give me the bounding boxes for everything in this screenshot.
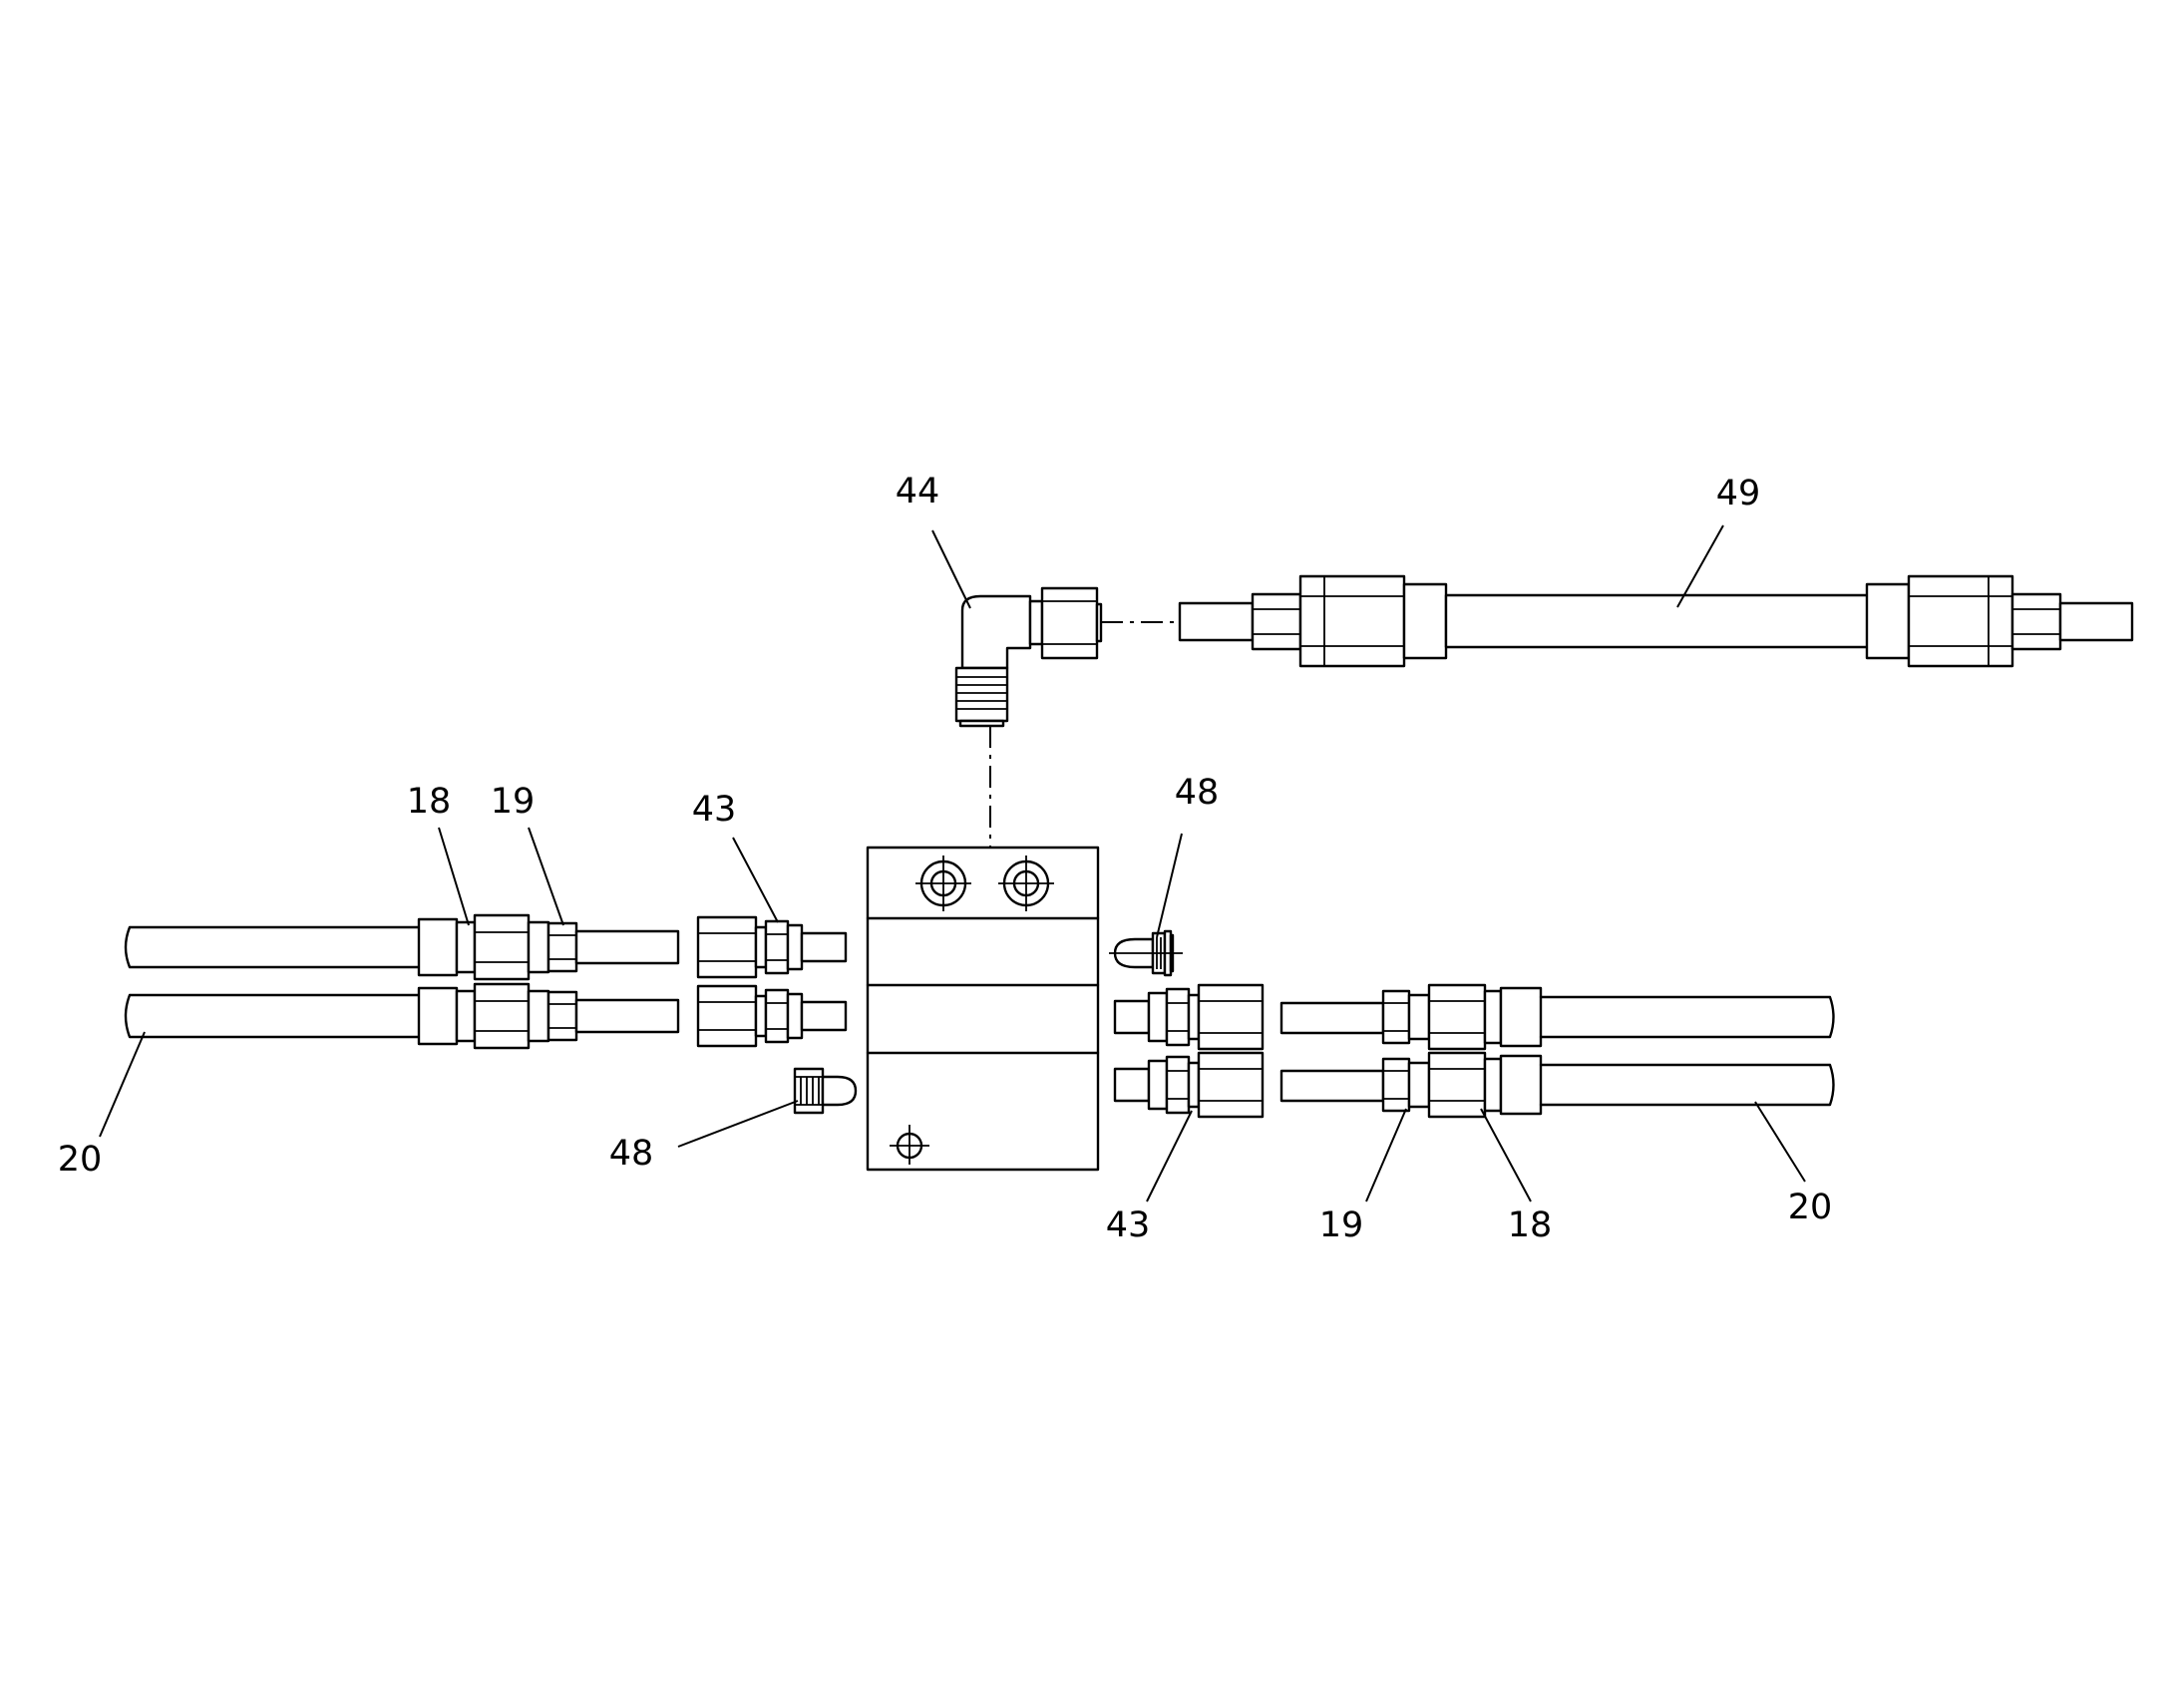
callout-20-right: 20 [1788, 1188, 1833, 1227]
connector-left-lower [696, 984, 848, 1048]
cap-lower [793, 1067, 858, 1115]
callout-48-top: 48 [1175, 773, 1220, 813]
leader-19-right [1365, 1108, 1407, 1202]
leader-48-top [1156, 833, 1183, 938]
leader-20-right [1754, 1101, 1806, 1183]
leader-18-left [438, 827, 470, 926]
connector-right-lower [1113, 1051, 1265, 1119]
leader-43-left [732, 837, 779, 923]
callout-48-bottom: 48 [609, 1134, 654, 1174]
leader-20-left [99, 1031, 146, 1138]
callout-49: 49 [1716, 474, 1761, 513]
leader-44 [931, 529, 971, 609]
connector-right-upper [1113, 983, 1265, 1051]
callout-43-right: 43 [1106, 1205, 1151, 1245]
callout-43-left: 43 [692, 790, 737, 830]
leader-49 [1676, 524, 1724, 608]
hose-assembly [1178, 574, 2134, 668]
port-symbol-1 [915, 855, 971, 911]
leader-19-left [528, 827, 564, 926]
tube-left-lower [124, 982, 680, 1050]
cap-upper [1109, 929, 1183, 977]
tube-left-upper [124, 913, 680, 981]
callout-18-right: 18 [1508, 1205, 1553, 1245]
elbow-fitting [954, 586, 1103, 728]
callout-18-left: 18 [407, 782, 452, 822]
port-symbol-3 [890, 1125, 929, 1165]
connector-left-upper [696, 915, 848, 979]
callout-20-left: 20 [58, 1140, 103, 1180]
manifold-block [866, 846, 1100, 1172]
callout-19-left: 19 [491, 782, 536, 822]
callout-44: 44 [896, 472, 940, 512]
callout-19-right: 19 [1319, 1205, 1364, 1245]
tube-right-lower [1279, 1051, 1835, 1119]
port-symbol-2 [998, 855, 1054, 911]
tube-right-upper [1279, 983, 1835, 1051]
leader-48-bottom [677, 1100, 799, 1148]
leader-43-right [1146, 1110, 1193, 1202]
leader-18-right [1480, 1108, 1532, 1202]
